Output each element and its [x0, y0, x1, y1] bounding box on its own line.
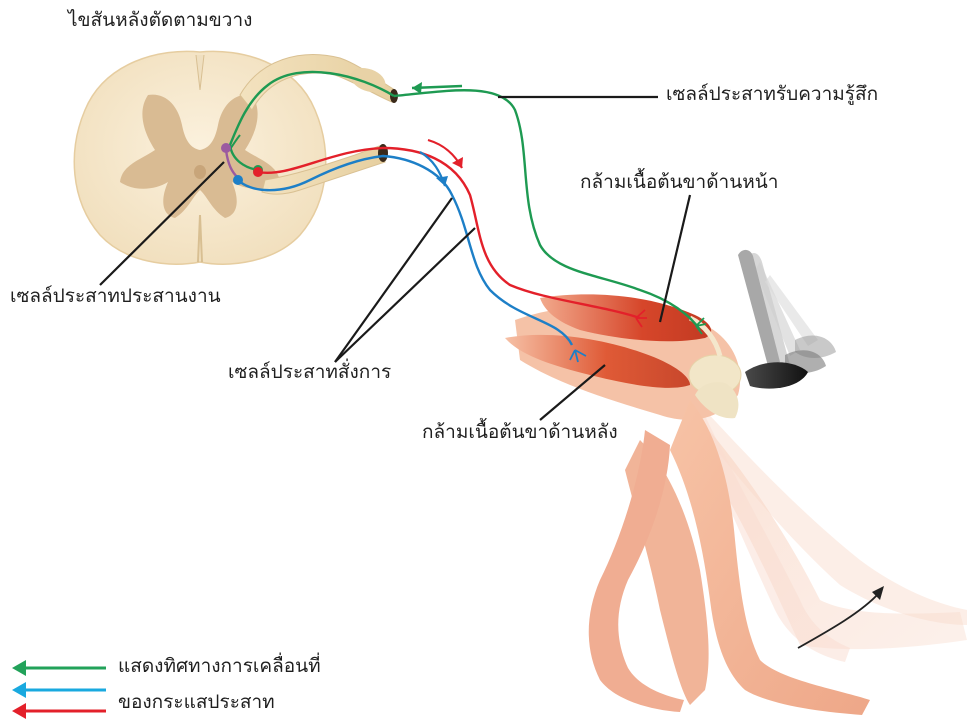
legend-line-2: ของกระแสประสาท — [118, 692, 275, 713]
legend-arrows — [12, 660, 106, 719]
sensory-neuron-fiber — [394, 90, 700, 330]
front-thigh-muscle-label: กล้ามเนื้อต้นขาด้านหน้า — [580, 172, 778, 194]
motor-neuron-front-body — [253, 167, 263, 177]
motor-neuron-back-body — [233, 175, 243, 185]
legend-line-1: แสดงทิศทางการเคลื่อนที่ — [118, 656, 321, 677]
back-thigh-muscle-label: กล้ามเนื้อต้นขาด้านหลัง — [422, 422, 618, 444]
central-canal — [194, 165, 206, 179]
leader-motor-2 — [335, 228, 475, 362]
interneuron-label: เซลล์ประสาทประสานงาน — [10, 286, 221, 308]
leader-front-muscle — [660, 195, 690, 322]
sensory-neuron-label: เซลล์ประสาทรับความรู้สึก — [666, 84, 878, 106]
legend-arrow-blue-head — [12, 682, 26, 698]
legend-arrow-red-head — [12, 703, 26, 719]
spinal-cord-label: ไขสันหลังตัดตามขวาง — [68, 10, 252, 32]
hammer-head — [745, 362, 808, 388]
interneuron-body — [221, 143, 231, 153]
sensory-direction-arrowhead — [412, 82, 422, 94]
spinal-cord — [74, 51, 325, 264]
motor-neuron-label: เซลล์ประสาทสั่งการ — [228, 362, 391, 384]
legend-arrow-green-head — [12, 660, 26, 676]
leader-motor-1 — [335, 198, 452, 362]
ventral-root-end — [378, 144, 388, 162]
reflex-hammer — [738, 250, 836, 389]
red-direction-arrowhead — [452, 157, 463, 168]
